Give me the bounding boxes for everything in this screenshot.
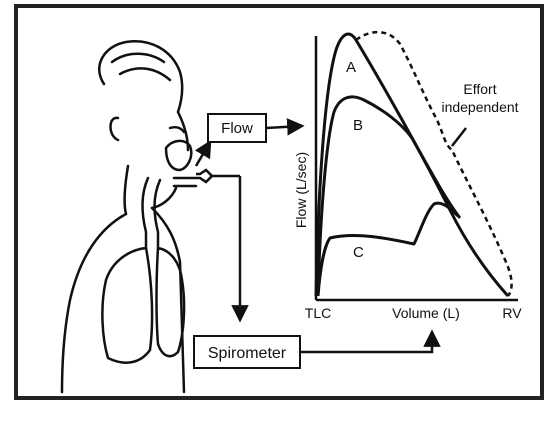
- flow-box: [207, 113, 267, 143]
- annotation-line-1: Effort: [463, 81, 496, 97]
- person-illustration: [60, 40, 198, 394]
- eye: [168, 125, 186, 134]
- neck-back: [123, 164, 130, 216]
- head-outline: [98, 40, 184, 114]
- spirometer-box: [193, 335, 301, 369]
- curve-a: [314, 32, 510, 298]
- forehead: [176, 110, 190, 152]
- curve-a-label: A: [346, 59, 356, 76]
- hair-line: [110, 52, 166, 64]
- curve-b-label: B: [353, 117, 363, 134]
- arrow-spirometer-to-volume: [300, 329, 441, 354]
- arrow-to-flow: [194, 139, 212, 167]
- x-axis-label: Volume (L): [392, 305, 460, 321]
- flow-volume-curves: [314, 32, 510, 298]
- chest-line: [150, 206, 186, 394]
- curve-c-label: C: [353, 244, 364, 261]
- x-axis-start-label: TLC: [305, 305, 331, 321]
- effort-envelope-dashed: [355, 31, 513, 297]
- annotation-line-2: independent: [441, 99, 518, 115]
- curve-c: [316, 201, 460, 297]
- x-axis-end-label: RV: [502, 305, 522, 321]
- flow-box-label: Flow: [221, 120, 253, 137]
- back-line: [60, 212, 128, 394]
- hair-line-2: [118, 67, 172, 82]
- arrow-flow-to-graph: [265, 118, 305, 136]
- trachea-right: [153, 178, 162, 250]
- mouthpiece: [196, 168, 240, 184]
- hand-nose-clip: [164, 139, 193, 172]
- spirometer-box-label: Spirometer: [208, 345, 287, 362]
- annotation-pointer: [451, 127, 467, 147]
- left-lung: [101, 246, 154, 364]
- right-lung: [155, 246, 186, 358]
- curve-b: [316, 95, 462, 297]
- y-axis-label: Flow (L/sec): [293, 152, 309, 228]
- ear: [109, 116, 120, 142]
- trachea-left: [141, 176, 150, 250]
